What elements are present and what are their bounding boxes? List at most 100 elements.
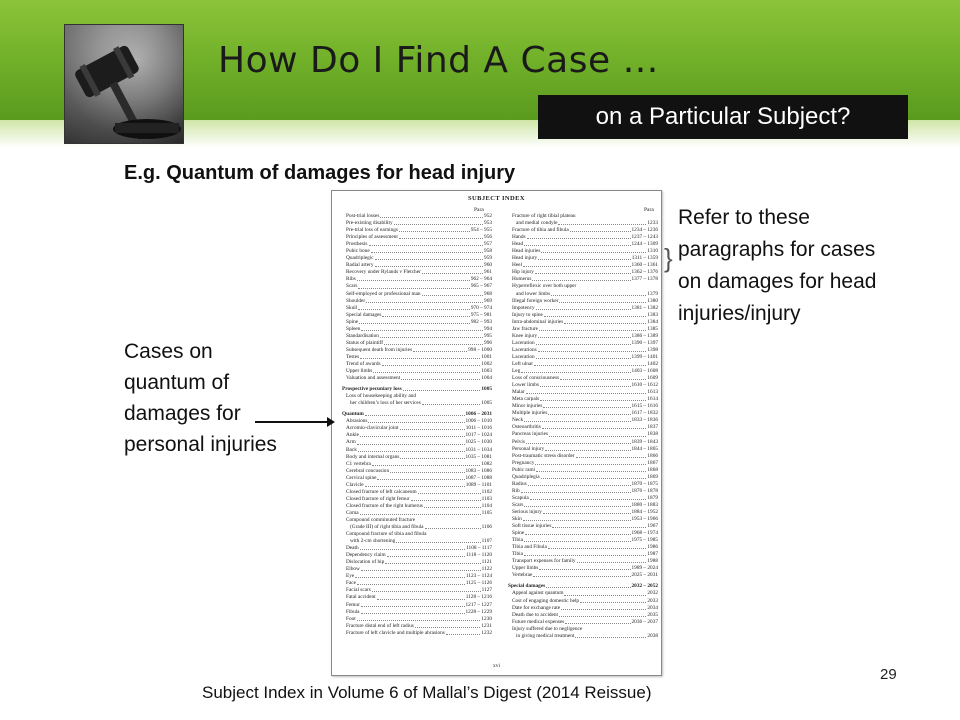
leader-dots (401, 375, 481, 381)
leader-dots (358, 283, 470, 289)
leader-dots (424, 524, 481, 530)
leader-dots (538, 333, 631, 338)
index-entry-para: 1867 (647, 459, 658, 466)
leader-dots (539, 382, 631, 388)
index-entry-para: 2025 – 2031 (631, 572, 658, 579)
index-entry-label: Radius (512, 480, 527, 487)
index-entry-para: 2033 (647, 597, 658, 604)
index-entry-label: Lacerations (512, 346, 537, 353)
index-entry-para: 1025 – 1030 (465, 439, 492, 446)
index-entry-para: 1108 – 1117 (466, 545, 492, 552)
index-entry-para: 1839 – 1843 (631, 438, 658, 445)
index-entry-label: Face (346, 580, 356, 587)
index-entry-para: 1089 – 1101 (465, 481, 492, 488)
index-entry-label: Prosthesis (346, 241, 368, 248)
index-entry-label: Multiple injuries (512, 410, 548, 417)
index-entry-para: 1870 – 1875 (631, 480, 658, 487)
leader-dots (361, 326, 484, 331)
index-entry-label: Vertebrae (512, 572, 533, 579)
index-entry-para: 1087 – 1088 (465, 474, 492, 481)
leader-dots (524, 551, 647, 557)
index-entry-label: with 2-cm shortening (350, 538, 396, 545)
index-entry: Scapula 1879 (508, 495, 658, 502)
leader-dots (393, 220, 484, 226)
leader-dots (525, 389, 647, 395)
index-entry-para: 969 (484, 297, 492, 304)
index-entry-para: 1006 – 2031 (465, 411, 492, 418)
leader-dots (529, 495, 647, 500)
leader-dots (520, 488, 631, 493)
index-entry: Fracture of left clavicle and multiple a… (342, 630, 492, 637)
leader-dots (569, 227, 631, 233)
index-entry-para: 1866 (647, 452, 658, 459)
index-entry-label: Intra-abdominal injuries (512, 318, 564, 325)
leader-dots (559, 612, 647, 617)
leader-dots (356, 276, 470, 282)
index-entry-label: Laceration (512, 339, 535, 346)
leader-dots (366, 298, 484, 303)
index-entry-para: 1879 (647, 494, 658, 501)
leader-dots (377, 475, 465, 480)
leader-dots (421, 291, 484, 296)
index-entry-para: 975 – 981 (470, 311, 492, 318)
leader-dots (526, 234, 631, 240)
index-entry-para: 1377 – 1378 (631, 276, 658, 283)
index-entry-para: 1402 (647, 360, 658, 367)
leader-dots (534, 269, 631, 275)
leader-dots (421, 400, 481, 406)
leader-dots (410, 496, 481, 501)
index-entry-para: 1106 (481, 524, 492, 531)
index-page-number: xvi (492, 663, 501, 669)
index-entry-label: Valuation and assessment (346, 375, 401, 382)
index-entry-label: Jaw fracture (512, 325, 539, 332)
index-entry-para: 1614 (647, 396, 658, 403)
index-entry-para: 1231 (481, 622, 492, 629)
leader-dots (423, 503, 481, 508)
index-entry-label: Scars (512, 501, 524, 508)
index-entry-para: 1613 (647, 389, 658, 396)
index-entry-para: 1968 – 1974 (631, 530, 658, 537)
index-entry-label: C1 vertebra (346, 460, 371, 467)
index-entry-label: Special damages (508, 583, 546, 590)
index-entry-para: 1989 – 2024 (631, 565, 658, 572)
index-entry: Loss of housekeeping ability and (342, 393, 492, 400)
index-entry-para: 1102 (481, 488, 492, 495)
index-entry-label: Scapula (512, 494, 529, 501)
index-entry-label: Prospective pecuniary loss (342, 386, 402, 393)
index-entry-para: 1127 (481, 587, 492, 594)
index-entry-label: Pelvis (512, 438, 525, 445)
index-entry-label: her children’s loss of her services (350, 400, 421, 407)
index-entry-label: Upper limbs (512, 565, 539, 572)
index-entry-label: Post-trial losses (346, 213, 380, 219)
index-entry-label: Scars (346, 283, 358, 290)
leader-dots (359, 319, 470, 324)
bracket-mark: } (664, 243, 673, 273)
index-entry-para: 1003 (481, 368, 492, 375)
leader-dots (525, 439, 631, 444)
index-entry-para: 961 (484, 269, 492, 276)
index-entry-para: 1244 – 1309 (631, 241, 658, 248)
index-entry-para: 2035 (647, 611, 658, 618)
index-entry-label: Cerebral concussion (346, 467, 390, 474)
example-heading: E.g. Quantum of damages for head injury (124, 162, 516, 184)
index-entry-para: 1017 – 1024 (465, 432, 492, 439)
index-entry-para: 960 (484, 262, 492, 269)
leader-dots (565, 619, 631, 624)
index-entry-para: 996 (484, 339, 492, 346)
